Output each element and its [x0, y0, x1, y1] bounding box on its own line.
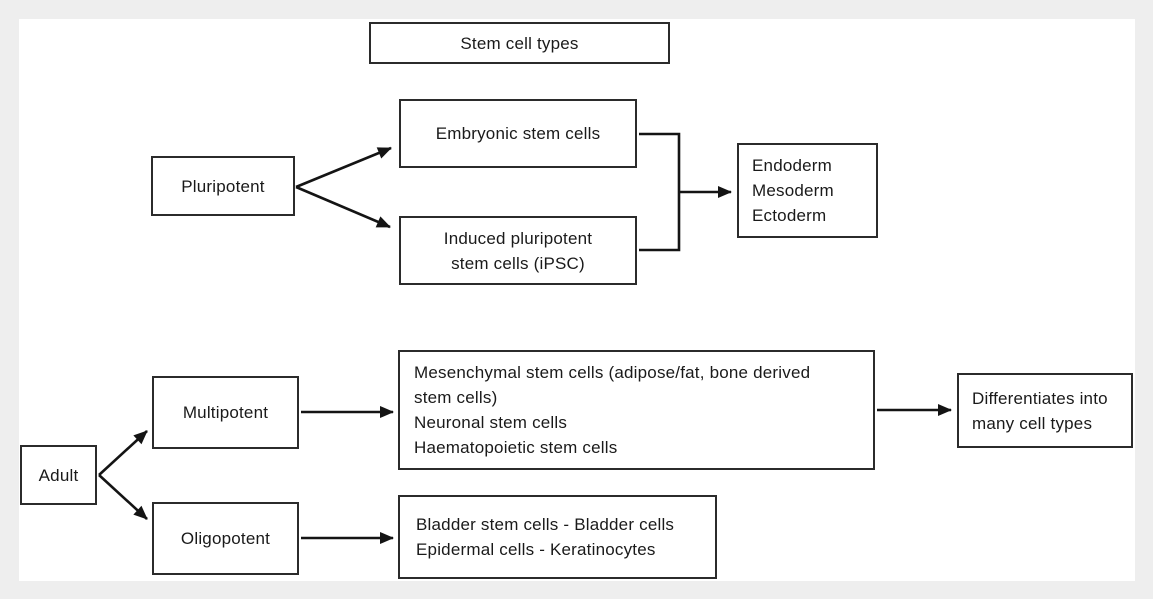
bracket-embryonic-ipsc — [639, 132, 681, 252]
node-embryonic-stem-cells: Embryonic stem cells — [399, 99, 637, 168]
node-germ-layers-label: Endoderm Mesoderm Ectoderm — [752, 156, 834, 225]
node-pluripotent-label: Pluripotent — [181, 176, 265, 196]
node-adult: Adult — [20, 445, 97, 505]
node-pluripotent: Pluripotent — [151, 156, 295, 216]
arrow-adult-to-multipotent — [98, 430, 148, 476]
node-oligopotent-cell-types-label: Bladder stem cells - Bladder cells Epide… — [416, 515, 675, 559]
node-oligopotent-label: Oligopotent — [180, 529, 271, 548]
node-oligopotent-cell-types: Bladder stem cells - Bladder cells Epide… — [398, 495, 717, 579]
arrow-pluripotent-to-ipsc — [295, 185, 391, 229]
node-multipotent-cell-types-label: Mesenchymal stem cells (adipose/fat, bon… — [414, 363, 811, 457]
node-oligopotent: Oligopotent — [152, 502, 299, 575]
node-multipotent-cell-types: Mesenchymal stem cells (adipose/fat, bon… — [398, 350, 875, 470]
arrow-adult-to-oligopotent — [98, 474, 148, 520]
node-differentiates-label: Differentiates into many cell types — [972, 388, 1108, 433]
node-induced-pluripotent-stem-cells: Induced pluripotent stem cells (iPSC) — [399, 216, 637, 285]
node-germ-layers: Endoderm Mesoderm Ectoderm — [737, 143, 878, 238]
node-adult-label: Adult — [38, 465, 79, 485]
node-multipotent: Multipotent — [152, 376, 299, 449]
node-embryonic-stem-cells-label: Embryonic stem cells — [435, 124, 601, 143]
node-multipotent-label: Multipotent — [182, 403, 269, 422]
diagram-title-box: Stem cell types — [369, 22, 670, 64]
diagram-title: Stem cell types — [460, 33, 579, 53]
node-differentiates-into-many-cell-types: Differentiates into many cell types — [957, 373, 1133, 448]
arrow-pluripotent-to-embryonic — [295, 146, 392, 189]
node-induced-pluripotent-stem-cells-label: Induced pluripotent stem cells (iPSC) — [443, 228, 593, 273]
